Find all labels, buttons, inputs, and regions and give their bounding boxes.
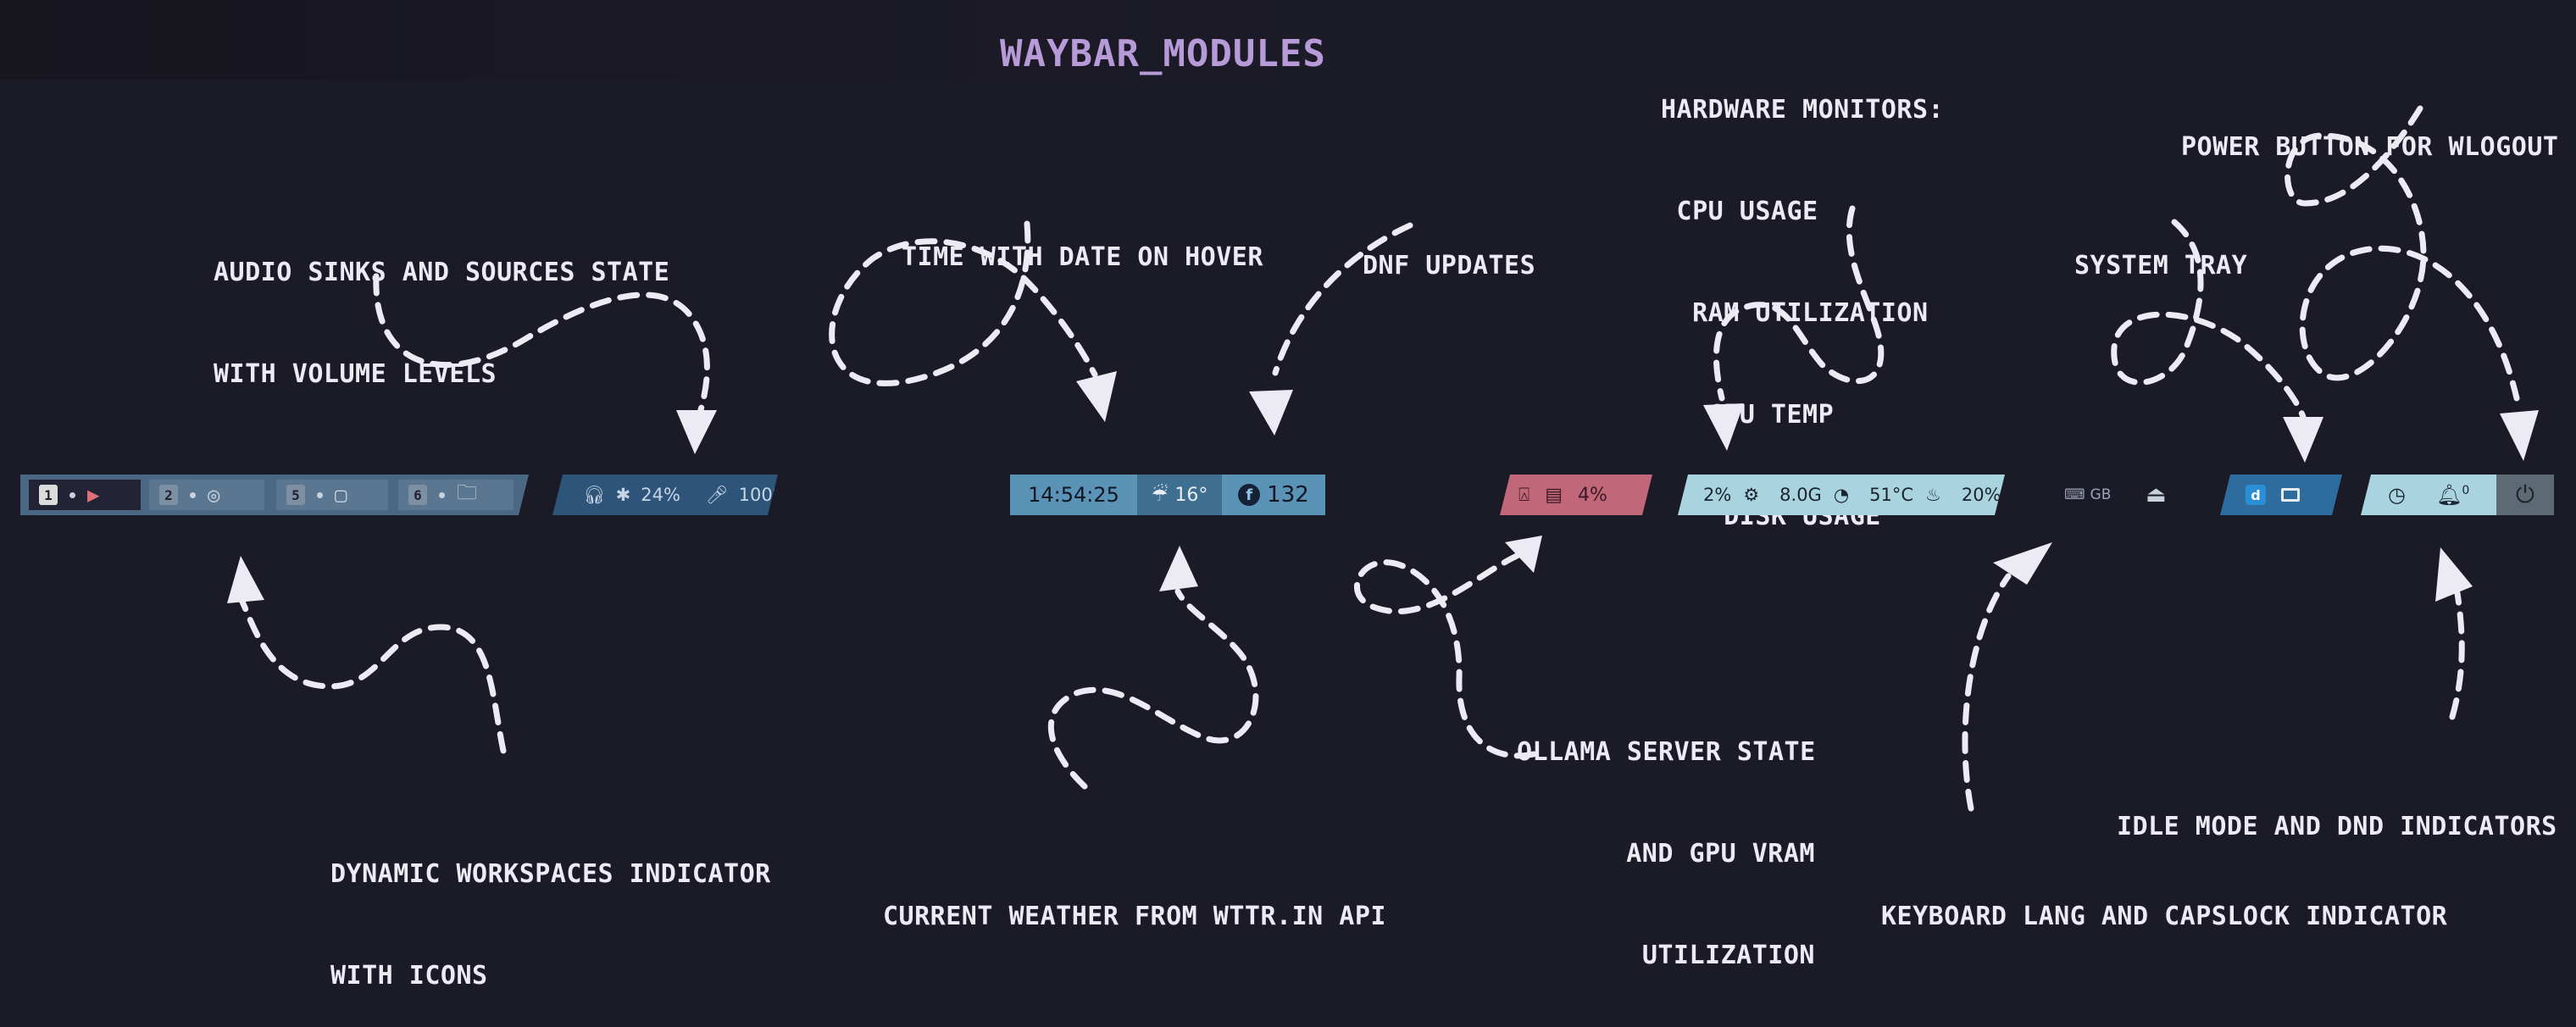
workspace-number: 6 bbox=[408, 485, 427, 505]
headphones-icon: 🎧︎ bbox=[583, 484, 606, 505]
arrow-head bbox=[1703, 403, 1744, 451]
gpu-icon: ▤ bbox=[1545, 484, 1563, 506]
note-line: KEYBOARD LANG AND CAPSLOCK INDICATOR bbox=[1881, 902, 2448, 931]
separator-dot bbox=[317, 491, 323, 498]
note-idle: IDLE MODE AND DND INDICATORS bbox=[2117, 742, 2557, 878]
keyboard-lang: GB bbox=[2090, 486, 2112, 503]
page-title: WAYBAR_MODULES bbox=[1000, 32, 1326, 75]
bell-icon[interactable]: 🔔︎0 bbox=[2435, 483, 2470, 507]
note-power: POWER BUTTON FOR WLOGOUT bbox=[2181, 63, 2558, 198]
separator-dot bbox=[190, 491, 196, 498]
rain-cloud-icon: ☔︎ bbox=[1151, 484, 1169, 506]
screen-icon[interactable] bbox=[2281, 488, 2300, 502]
arrow-head bbox=[1505, 536, 1542, 573]
idle-dnd-module: ◷ 🔔︎0 bbox=[2361, 475, 2507, 515]
note-audio: AUDIO SINKS AND SOURCES STATE WITH VOLUM… bbox=[214, 188, 669, 425]
app-icon[interactable]: d bbox=[2246, 485, 2266, 505]
hardware-module[interactable]: 2% ⚙ 8.0G ◔ 51°C ♨ 20% ▣ bbox=[1678, 475, 2005, 515]
cpu-temp: 51°C bbox=[1869, 485, 1914, 505]
note-line: CURRENT WEATHER FROM WTTR.IN API bbox=[883, 902, 1386, 931]
clock-lock-icon[interactable]: ◷ bbox=[2388, 483, 2406, 507]
eject-icon: ⏏ bbox=[2146, 482, 2167, 508]
separator-dot bbox=[69, 491, 75, 498]
note-line: CPU USAGE bbox=[1661, 197, 1818, 226]
terminal-icon: ▶ bbox=[87, 483, 100, 507]
workspace-2[interactable]: 2 ◎ bbox=[149, 480, 264, 510]
arrow-head bbox=[676, 410, 717, 454]
clock-module[interactable]: 14:54:25 bbox=[1010, 475, 1137, 515]
microphone-icon: 🎤︎ bbox=[705, 484, 729, 505]
arrow-head bbox=[1249, 390, 1293, 436]
arrow-hardware bbox=[1713, 205, 1885, 402]
arrow-weather bbox=[1048, 588, 1259, 790]
arrow-head bbox=[1159, 546, 1198, 591]
power-button[interactable]: ⏻ bbox=[2496, 475, 2554, 515]
note-line: WITH VOLUME LEVELS bbox=[214, 359, 497, 389]
arrow-head bbox=[2435, 547, 2473, 602]
annotation-arrows bbox=[227, 105, 2539, 812]
power-icon: ⏻ bbox=[2515, 480, 2535, 508]
weather-temp: 16° bbox=[1174, 484, 1208, 506]
arrow-keyboard bbox=[1962, 573, 2012, 812]
arrow-workspaces bbox=[238, 597, 507, 754]
arrow-head bbox=[1076, 371, 1117, 422]
workspace-number: 2 bbox=[159, 485, 178, 505]
note-line: DNF UPDATES bbox=[1363, 251, 1536, 280]
keyboard-lang-module[interactable]: ⌨ GB bbox=[2064, 475, 2124, 515]
workspace-number: 1 bbox=[39, 485, 58, 505]
arrow-idle bbox=[2449, 590, 2465, 720]
arrow-power bbox=[2285, 105, 2520, 402]
fedora-icon: f bbox=[1238, 484, 1261, 506]
arrow-audio bbox=[373, 273, 710, 427]
workspace-number: 5 bbox=[286, 485, 305, 505]
arrow-head bbox=[2283, 417, 2323, 463]
audio-module[interactable]: 🎧︎ ✱ 24% 🎤︎ 100% bbox=[552, 475, 778, 515]
arrow-ollama bbox=[1354, 552, 1537, 759]
workspace-1[interactable]: 1 ▶ bbox=[29, 480, 141, 510]
separator-dot bbox=[439, 491, 445, 498]
clock-time: 14:54:25 bbox=[1028, 483, 1119, 507]
cpu-icon: ⚙ bbox=[1743, 485, 1760, 505]
arrow-time bbox=[829, 220, 1098, 386]
title-strip bbox=[0, 0, 1347, 80]
note-line: DYNAMIC WORKSPACES INDICATOR bbox=[330, 859, 771, 889]
arrow-head bbox=[227, 556, 264, 603]
bluetooth-icon: ✱ bbox=[615, 485, 631, 505]
workspace-5[interactable]: 5 ▢ bbox=[276, 480, 388, 510]
note-line: WITH ICONS bbox=[330, 961, 488, 991]
arrow-tray bbox=[2111, 219, 2307, 420]
notification-count: 0 bbox=[2462, 484, 2470, 497]
ollama-module[interactable]: ⍓ ▤ 4% bbox=[1500, 475, 1652, 515]
dnf-updates-module[interactable]: f 132 bbox=[1222, 475, 1325, 515]
gpu-vram: 4% bbox=[1578, 484, 1607, 506]
note-line: IDLE MODE AND DND INDICATORS bbox=[2117, 812, 2557, 841]
note-line: UTILIZATION bbox=[1641, 941, 1815, 970]
note-line: POWER BUTTON FOR WLOGOUT bbox=[2181, 132, 2559, 162]
arrow-head bbox=[2500, 410, 2539, 461]
sink-volume: 24% bbox=[641, 485, 680, 505]
cpu-usage: 2% bbox=[1703, 485, 1732, 505]
folder-icon: 🗀 bbox=[457, 480, 477, 504]
ram-usage: 8.0G bbox=[1779, 485, 1822, 505]
disk-usage: 20% bbox=[1961, 485, 2001, 505]
note-line: AUDIO SINKS AND SOURCES STATE bbox=[214, 258, 670, 287]
system-tray: d bbox=[2220, 475, 2342, 515]
target-icon: ◎ bbox=[208, 483, 220, 507]
keyboard-icon: ⌨ bbox=[2064, 486, 2085, 503]
arrow-head bbox=[1993, 542, 2052, 585]
arrow-dnf bbox=[1272, 222, 1413, 376]
capslock-indicator: ⏏ bbox=[2146, 475, 2171, 515]
dnf-update-count: 132 bbox=[1267, 482, 1309, 508]
memory-icon: ◔ bbox=[1833, 485, 1850, 505]
flame-icon: ♨ bbox=[1925, 485, 1941, 505]
llama-icon: ⍓ bbox=[1518, 484, 1530, 506]
note-line: AND GPU VRAM bbox=[1626, 839, 1815, 869]
note-line: HARDWARE MONITORS: bbox=[1661, 95, 1945, 125]
workspace-6[interactable]: 6 🗀 bbox=[398, 480, 514, 510]
weather-module[interactable]: ☔︎ 16° bbox=[1137, 475, 1222, 515]
note-dnf: DNF UPDATES bbox=[1363, 181, 1535, 317]
window-icon: ▢ bbox=[335, 483, 347, 507]
